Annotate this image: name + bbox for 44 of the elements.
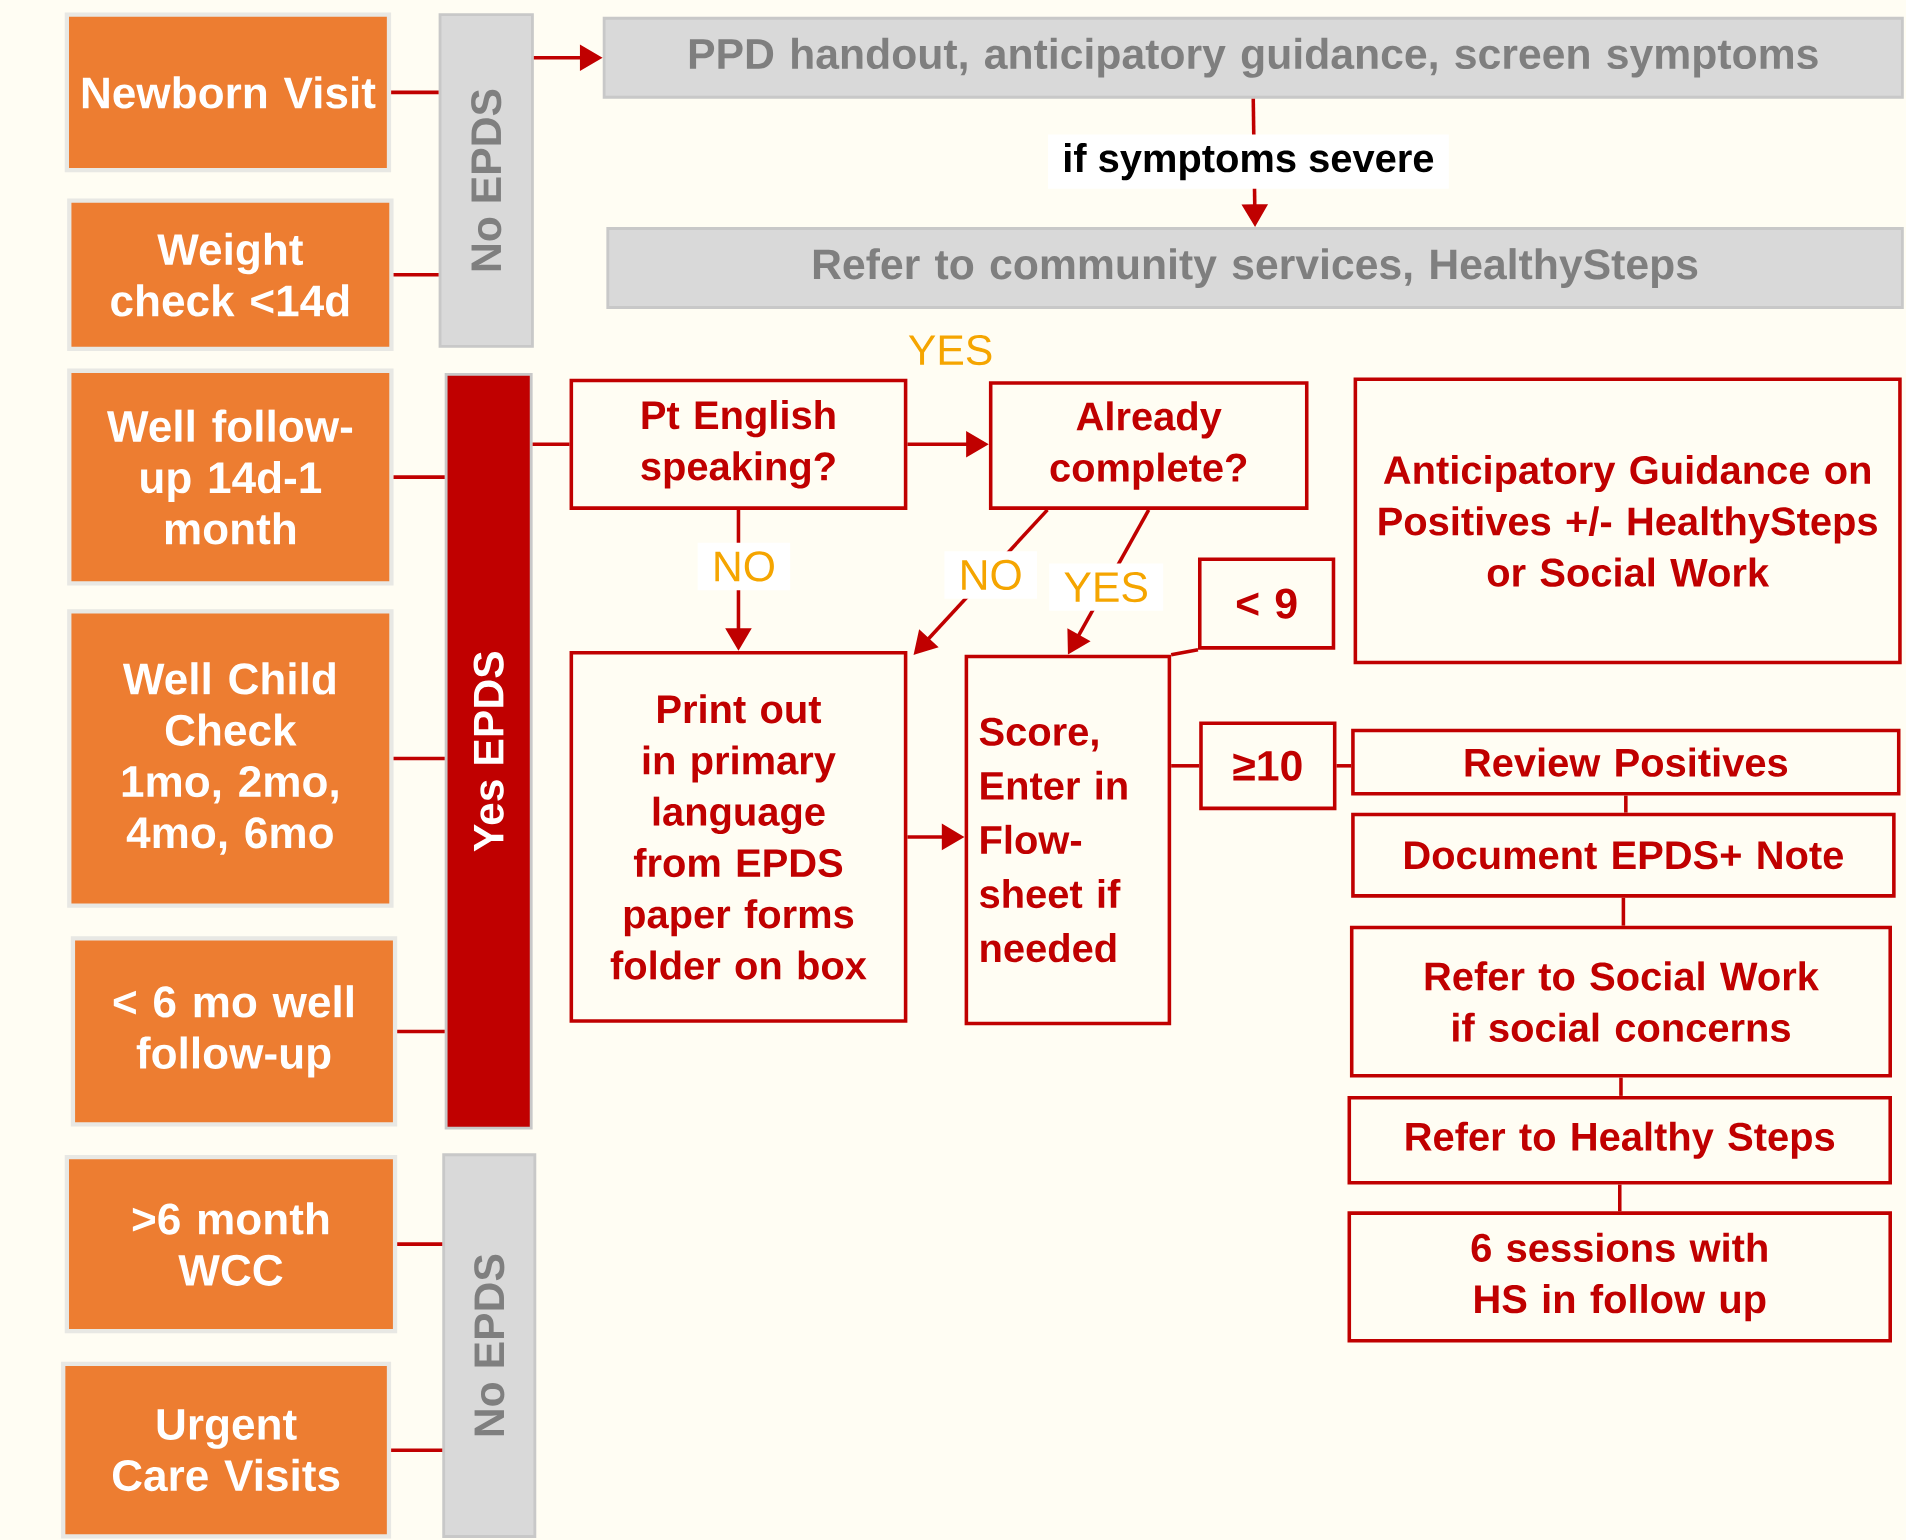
connector-line <box>393 475 445 479</box>
edge-label: YES <box>1049 563 1164 611</box>
connector-line <box>393 272 439 277</box>
step-box: Already complete? <box>988 381 1309 510</box>
connector-line <box>1336 764 1352 768</box>
edge-label: YES <box>893 326 1008 374</box>
visit-box: >6 month WCC <box>64 1155 398 1334</box>
visit-box: Urgent Care Visits <box>61 1361 392 1539</box>
step-box: 6 sessions with HS in follow up <box>1347 1211 1892 1343</box>
connector-line <box>391 90 439 95</box>
visit-box: Well Child Check 1mo, 2mo, 4mo, 6mo <box>67 609 394 908</box>
connector-line <box>1621 897 1626 926</box>
step-box: Pt English speaking? <box>569 378 908 510</box>
category-band: No EPDS <box>438 13 534 348</box>
guidance-bar: Refer to community services, HealthySteps <box>606 227 1904 309</box>
edge-label: NO <box>944 551 1037 599</box>
step-box: Refer to Social Work if social concerns <box>1349 925 1892 1078</box>
step-box: Review Positives <box>1351 728 1901 796</box>
step-box: Anticipatory Guidance on Positives +/- HealthySteps or Social Work <box>1353 377 1902 665</box>
visit-box: Weight check <14d <box>67 198 394 351</box>
visit-box: Well follow-up 14d-1 month <box>67 368 394 586</box>
connector-line <box>393 756 445 761</box>
category-band: Yes EPDS <box>444 372 533 1130</box>
score-box: < 9 <box>1198 557 1336 650</box>
score-box: ≥10 <box>1199 721 1337 811</box>
visit-box: Newborn Visit <box>64 12 392 173</box>
edge-label: if symptoms severe <box>1048 134 1449 189</box>
connector-line <box>1619 1077 1623 1096</box>
connector-line <box>397 1029 445 1034</box>
category-band: No EPDS <box>442 1153 537 1538</box>
connector-line <box>1171 764 1200 768</box>
connector-line <box>397 1242 443 1246</box>
connector-line <box>532 442 570 447</box>
guidance-bar: PPD handout, anticipatory guidance, screen symptoms <box>602 16 1904 99</box>
connector-line <box>1624 795 1628 813</box>
connector-line <box>1617 1184 1622 1212</box>
step-box: Print out in primary language from EPDS paper forms folder on box <box>569 650 908 1023</box>
connector-line <box>1170 647 1199 657</box>
edge-label: NO <box>697 542 791 591</box>
connector-line <box>391 1448 443 1452</box>
step-box: Score, Enter in Flow-sheet if needed <box>964 654 1172 1026</box>
step-box: Document EPDS+ Note <box>1351 812 1896 898</box>
visit-box: < 6 mo well follow-up <box>70 936 398 1127</box>
step-box: Refer to Healthy Steps <box>1347 1095 1892 1185</box>
